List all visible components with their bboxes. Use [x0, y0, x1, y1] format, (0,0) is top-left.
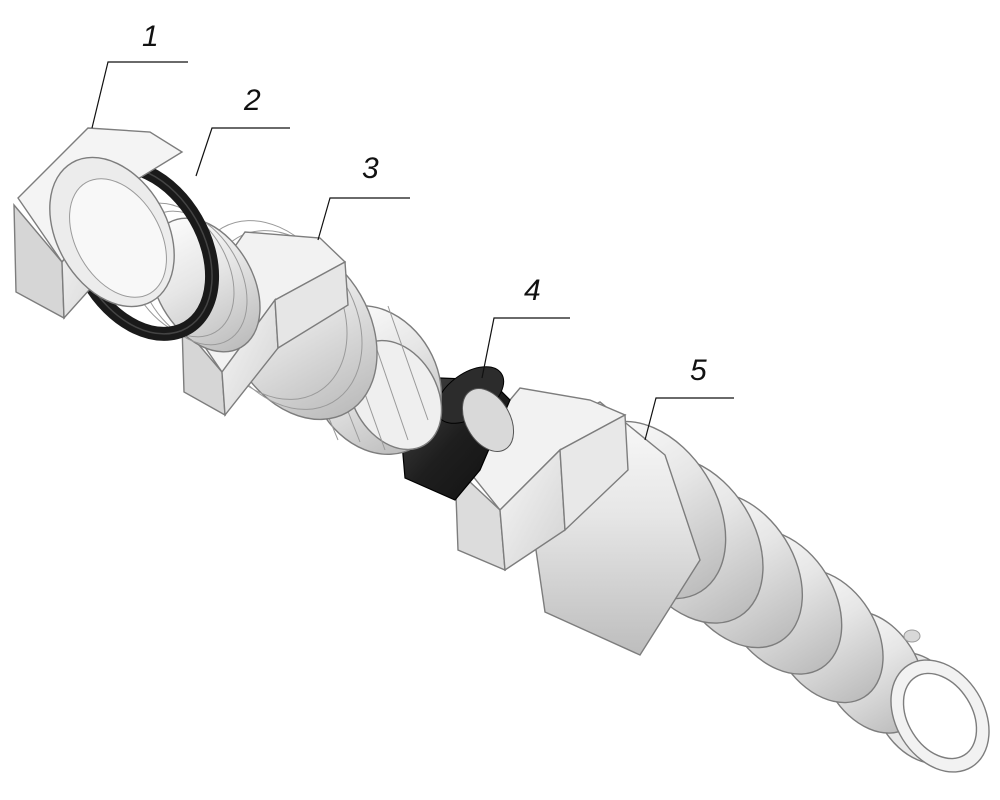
callout-3-label: 3: [362, 152, 379, 185]
part-3-gland-body: [123, 202, 443, 456]
callout-3: 3: [317, 152, 410, 241]
boot-end-tube: [890, 629, 990, 773]
callout-2-label: 2: [243, 84, 261, 117]
callout-4: 4: [481, 274, 570, 379]
callout-1: 1: [91, 20, 188, 129]
callout-5-label: 5: [690, 354, 707, 387]
callout-1-label: 1: [142, 20, 159, 53]
part-5-strain-relief-boot: [454, 387, 990, 773]
callout-2: 2: [195, 84, 290, 177]
part-4-seal-insert: [399, 366, 515, 501]
callout-5: 5: [644, 354, 734, 441]
callout-4-label: 4: [524, 274, 541, 307]
part-1-lock-nut: [13, 127, 184, 320]
